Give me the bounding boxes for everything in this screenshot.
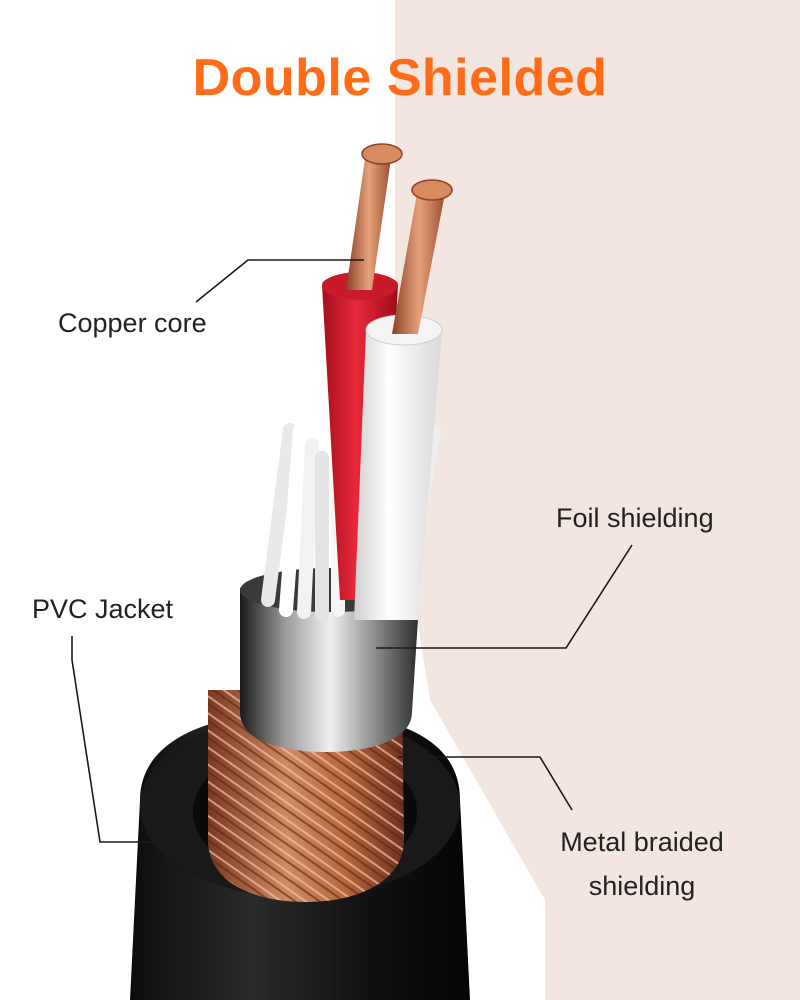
label-metal-braided-line1: Metal braided	[560, 827, 724, 857]
pvc-jacket-leader	[71, 636, 160, 843]
metal-braided-leader	[398, 756, 573, 811]
label-foil-shielding: Foil shielding	[556, 503, 714, 533]
white-conductor	[354, 179, 453, 620]
label-pvc-jacket: PVC Jacket	[32, 594, 174, 624]
leader-lines	[71, 259, 633, 843]
label-metal-braided-line2: shielding	[588, 871, 696, 901]
page-title: Double Shielded	[192, 49, 608, 107]
label-metal-braided-shielding: Metal braided shielding	[532, 820, 752, 908]
copper-core-leader	[195, 259, 364, 303]
foil-shielding-leader	[376, 544, 633, 649]
label-copper-core: Copper core	[58, 308, 207, 338]
